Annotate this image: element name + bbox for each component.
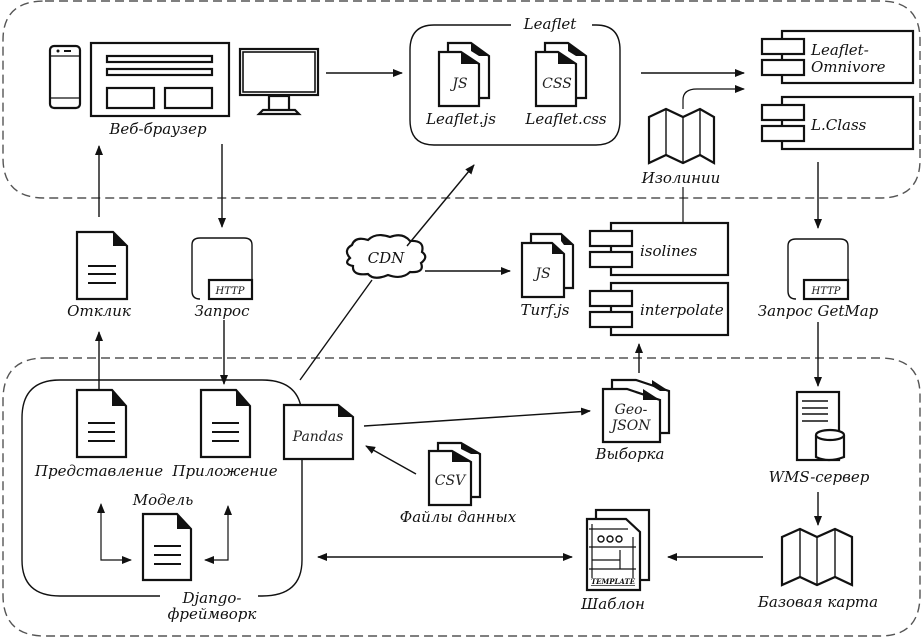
view-label: Представление <box>34 462 163 480</box>
leaflet-js-badge: JS <box>449 76 467 92</box>
app-label: Приложение <box>171 462 277 480</box>
pandas-document-icon <box>282 403 355 461</box>
omnivore-label-line2: Omnivore <box>811 58 886 76</box>
arrow-pandas-to-geojson <box>363 407 591 427</box>
turf-js-label: Turf.js <box>521 301 570 319</box>
template-badge: TEMPLATE <box>591 577 636 586</box>
csv-file-icon <box>427 441 482 507</box>
getmap-http-badge: HTTP <box>811 286 841 297</box>
http-request-icon <box>191 237 254 301</box>
leaflet-css-label: Leaflet.css <box>524 110 607 128</box>
arrow-model-view-link <box>97 503 132 564</box>
server-zone-boundary <box>2 357 921 637</box>
template-file-icon <box>585 508 651 592</box>
wms-server-label: WMS-сервер <box>769 468 870 486</box>
isolines-map-icon <box>647 107 716 165</box>
turf-js-badge: JS <box>532 266 550 282</box>
base-map-label: Базовая карта <box>757 593 878 611</box>
smartphone-icon <box>48 44 82 110</box>
turf-js-file-icon <box>520 232 575 299</box>
arrow-csv-to-pandas <box>365 445 417 475</box>
getmap-request-label: Запрос GetMap <box>758 302 879 320</box>
django-framework-box <box>21 379 303 597</box>
request-http-badge: HTTP <box>215 286 245 297</box>
desktop-monitor-icon <box>238 47 320 116</box>
leaflet-group-box <box>409 24 621 146</box>
geojson-badge-line2: JSON <box>609 418 652 434</box>
response-document-icon <box>75 230 129 301</box>
leaflet-group-label: Leaflet <box>523 15 578 33</box>
view-document-icon <box>75 388 128 459</box>
browser-label: Веб-браузер <box>108 120 207 138</box>
data-files-label: Файлы данных <box>400 508 517 526</box>
wms-server-icon <box>795 390 846 462</box>
app-document-icon <box>199 388 252 459</box>
leaflet-css-badge: CSS <box>542 76 572 92</box>
isolines-component-label: isolines <box>640 242 698 260</box>
leaflet-js-file-icon <box>437 41 491 108</box>
browser-window-icon <box>89 41 231 118</box>
geojson-badge-line1: Geo- <box>615 402 648 418</box>
interpolate-component-label: interpolate <box>640 301 724 319</box>
line-django-to-cdn <box>299 279 373 381</box>
arrow-cdn-to-leaflet <box>406 164 475 247</box>
django-label-line2: фреймворк <box>168 605 257 623</box>
template-label: Шаблон <box>580 595 645 613</box>
geojson-file-icon <box>601 378 671 444</box>
arrow-model-app-link <box>204 505 232 564</box>
getmap-http-request-icon <box>787 238 850 301</box>
django-label-line1: Django- <box>182 589 242 607</box>
lclass-component-icon <box>760 95 915 151</box>
model-document-icon <box>141 512 193 582</box>
isolines-component-icon <box>588 221 730 277</box>
base-map-icon <box>780 527 854 587</box>
leaflet-css-file-icon <box>534 41 588 108</box>
model-label: Модель <box>132 491 194 509</box>
leaflet-js-label: Leaflet.js <box>425 110 496 128</box>
cdn-cloud-icon <box>345 233 427 279</box>
isolines-map-label: Изолинии <box>641 169 721 187</box>
response-label: Отклик <box>67 302 131 320</box>
omnivore-label-line1: Leaflet- <box>810 41 869 59</box>
arrow-isolines-to-plugins <box>682 85 745 109</box>
lclass-label: L.Class <box>810 116 867 134</box>
selection-label: Выборка <box>595 445 665 463</box>
leaflet-omnivore-component-icon <box>760 29 915 85</box>
cdn-label: CDN <box>368 249 406 267</box>
client-zone-boundary <box>2 0 921 199</box>
csv-badge: CSV <box>435 473 467 489</box>
interpolate-component-icon <box>588 281 730 337</box>
request-label: Запрос <box>195 302 251 320</box>
pandas-label: Pandas <box>292 429 344 445</box>
